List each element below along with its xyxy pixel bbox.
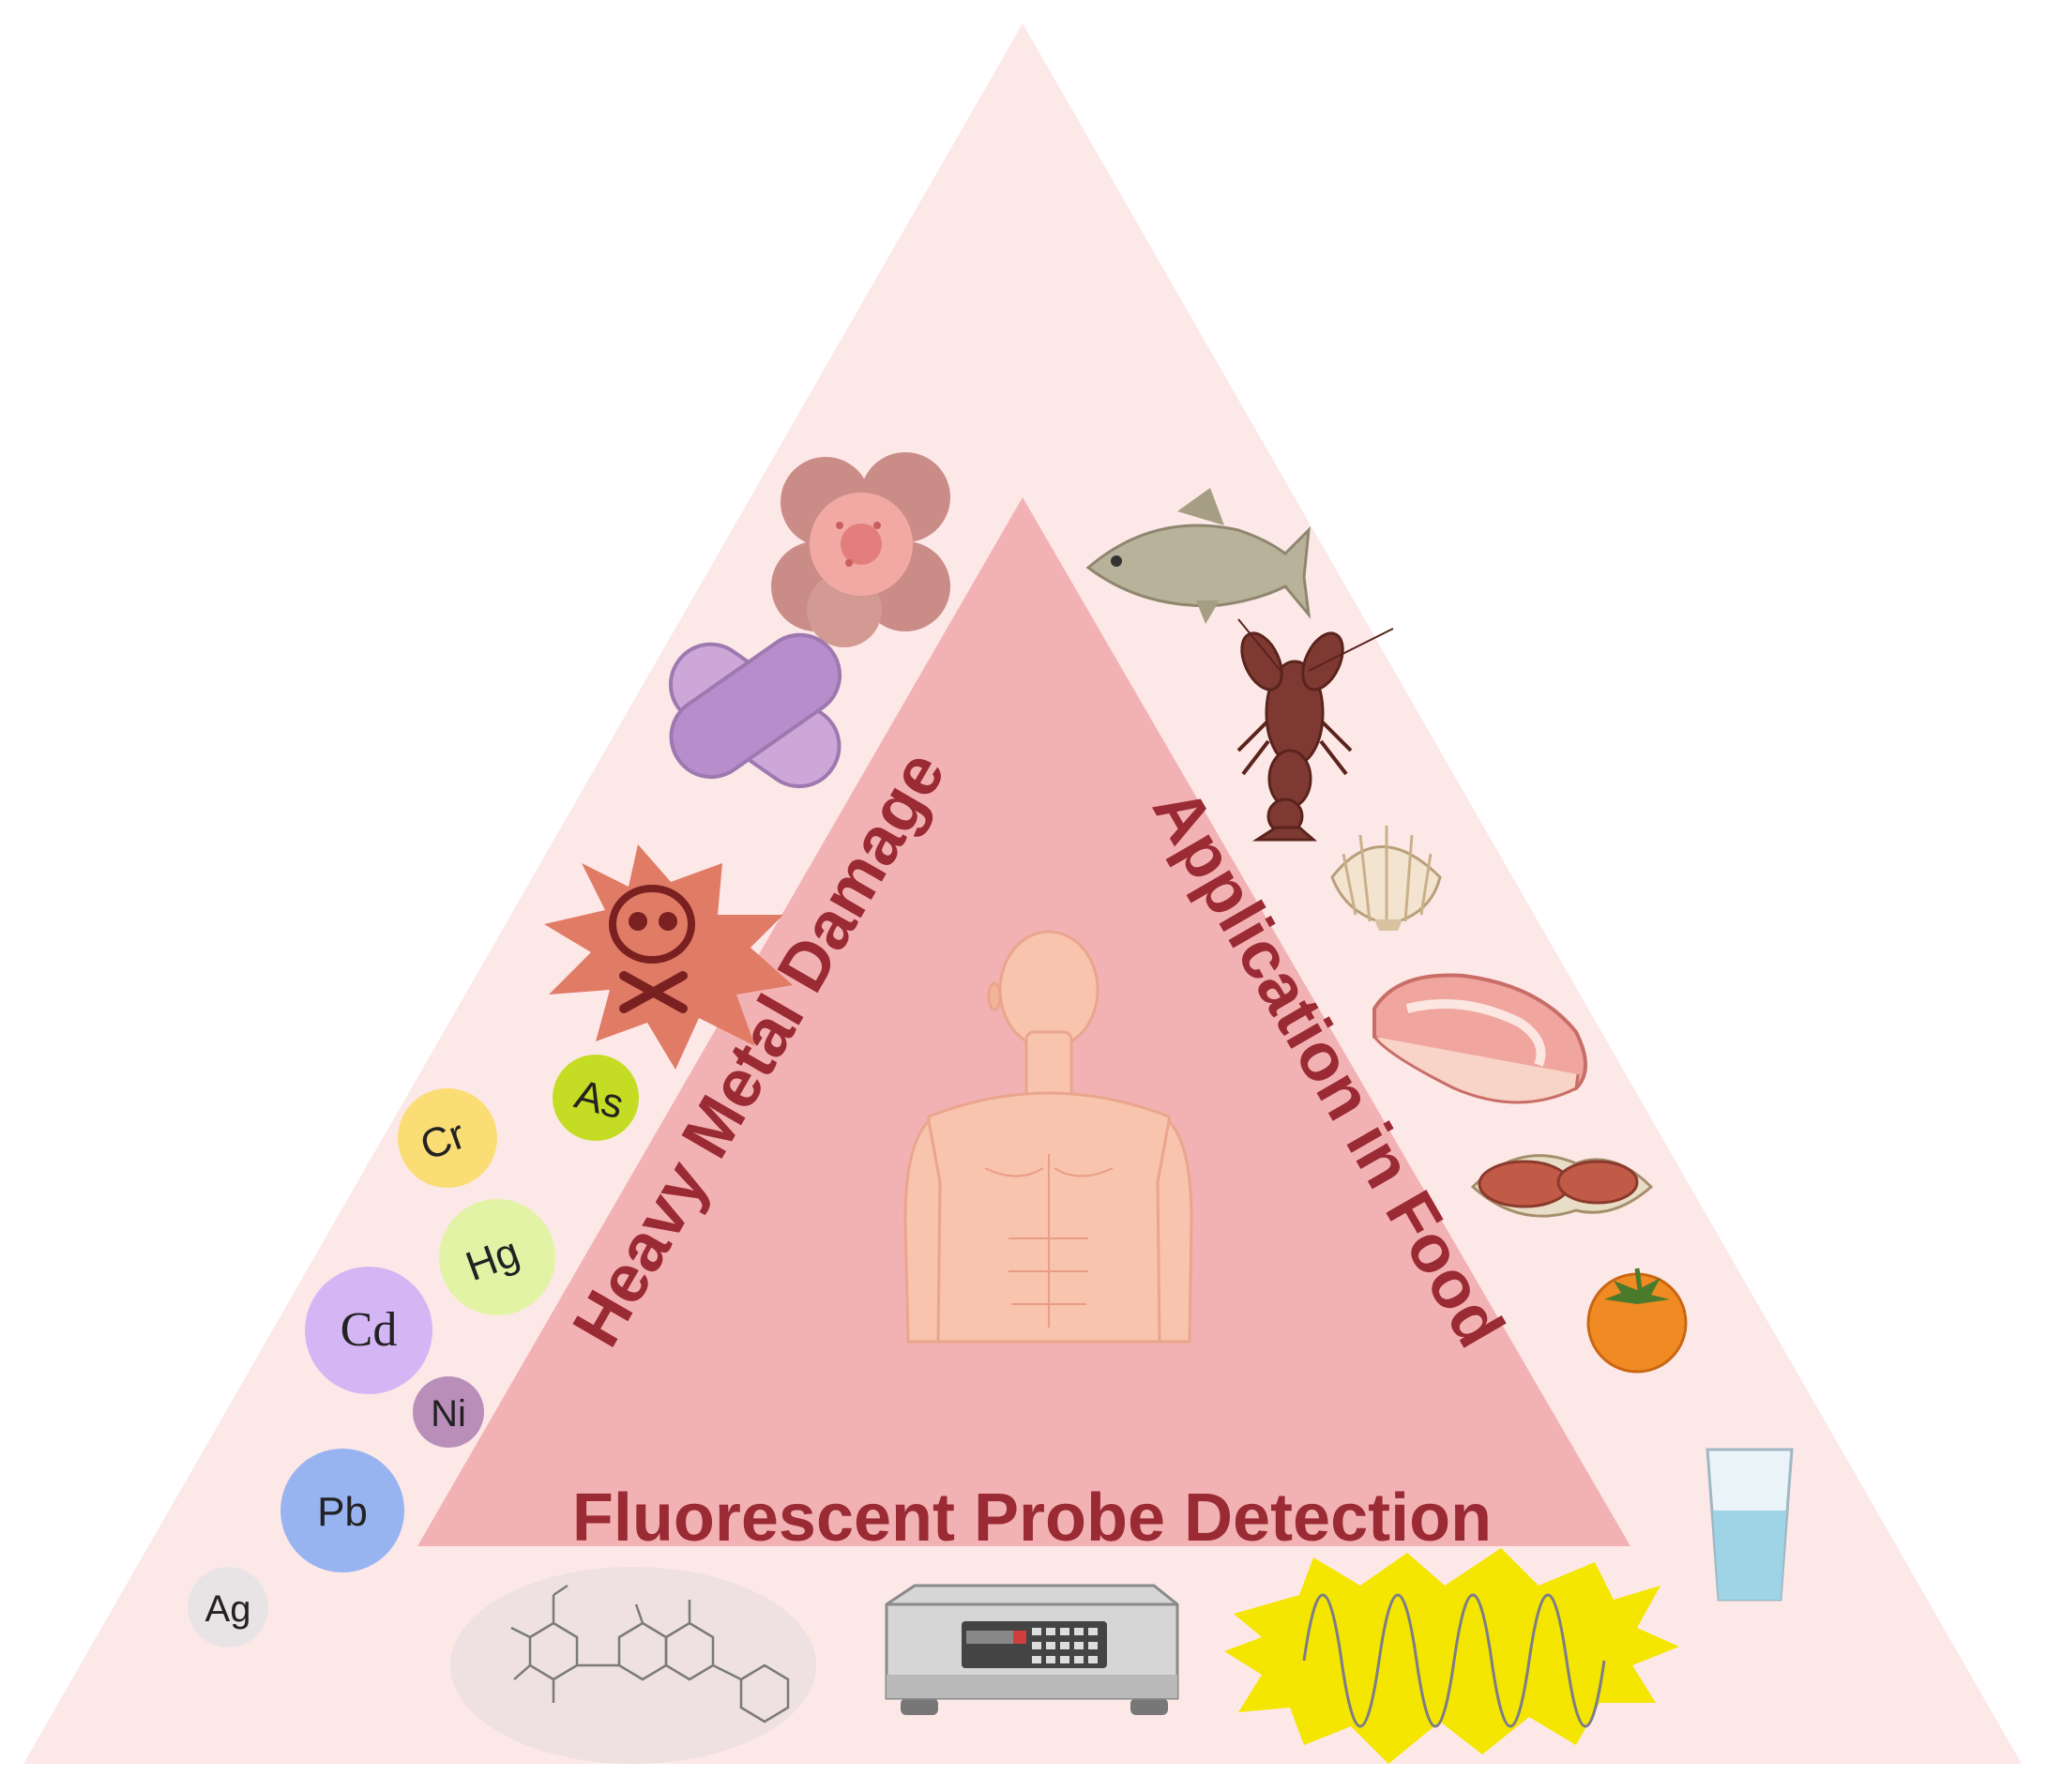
element-as: As bbox=[553, 1055, 639, 1141]
skull-toxic-icon bbox=[544, 844, 793, 1070]
element-cr: Cr bbox=[398, 1088, 497, 1188]
peanut-icon bbox=[1470, 1154, 1654, 1218]
spectrometer-icon bbox=[885, 1584, 1179, 1715]
element-ni: Ni bbox=[413, 1376, 484, 1448]
element-cd: Cd bbox=[305, 1267, 432, 1394]
element-hg: Hg bbox=[439, 1199, 555, 1315]
element-ni-symbol: Ni bbox=[431, 1393, 466, 1435]
crayfish-icon bbox=[1236, 618, 1394, 842]
molecule-structure-icon bbox=[450, 1567, 816, 1764]
human-body-icon bbox=[903, 930, 1193, 1344]
tomato-icon bbox=[1586, 1268, 1688, 1374]
meat-icon bbox=[1372, 973, 1587, 1104]
fluorescence-signal-icon bbox=[1224, 1548, 1679, 1764]
cell-cluster-icon bbox=[771, 452, 950, 647]
shell-icon bbox=[1330, 826, 1442, 931]
element-pb-symbol: Pb bbox=[317, 1489, 368, 1535]
element-pb: Pb bbox=[281, 1449, 404, 1572]
element-ag-symbol: Ag bbox=[205, 1588, 251, 1630]
kidney-icon bbox=[668, 632, 842, 789]
element-cd-symbol: Cd bbox=[341, 1303, 398, 1357]
water-glass-icon bbox=[1706, 1448, 1794, 1602]
fish-icon bbox=[1085, 488, 1312, 624]
element-ag: Ag bbox=[188, 1567, 268, 1648]
bottom-side-label: Fluorescent Probe Detection bbox=[572, 1481, 1492, 1556]
